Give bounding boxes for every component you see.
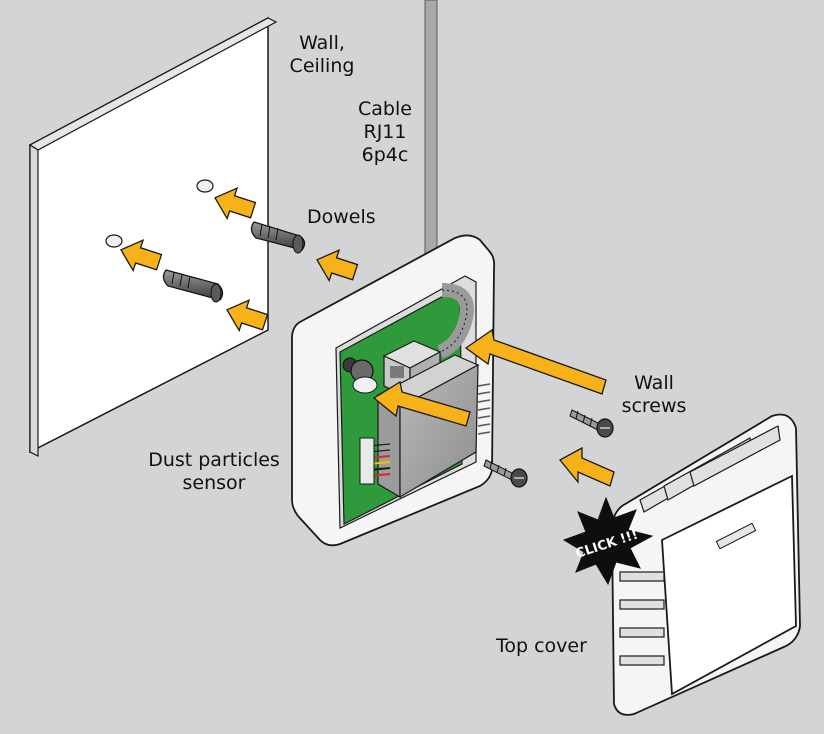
wall-holes	[105, 179, 214, 248]
arrow-screw-upper	[464, 328, 607, 395]
arrow-cover	[559, 446, 615, 487]
cable	[424, 0, 438, 257]
label-top-cover: Top cover	[496, 635, 587, 657]
label-cable: Cable RJ11 6p4c	[352, 98, 418, 167]
dowel-lower	[162, 269, 224, 303]
label-wall-line1: Wall,	[299, 32, 345, 54]
arrow-dowel-hole-lower	[120, 238, 163, 273]
label-wall-screws-line2: screws	[621, 395, 687, 417]
arrows	[120, 186, 615, 487]
label-cable-line3: 6p4c	[361, 144, 409, 166]
label-wall-screws-line1: Wall	[634, 372, 674, 394]
arrow-dowel-lower	[226, 298, 269, 333]
click-starburst: CLICK !!!	[562, 496, 654, 586]
label-wall: Wall, Ceiling	[282, 32, 362, 78]
dowel-upper	[250, 221, 306, 254]
arrow-dowel-hole-upper	[214, 186, 257, 221]
label-wall-screws: Wall screws	[620, 372, 688, 418]
label-dust-sensor-line1: Dust particles	[148, 449, 280, 471]
wall-screw-upper	[569, 409, 614, 438]
wall-panel	[28, 16, 278, 457]
label-cable-line1: Cable	[358, 98, 412, 120]
label-wall-line2: Ceiling	[289, 55, 355, 77]
label-cable-line2: RJ11	[363, 121, 407, 143]
arrow-dowel-upper	[316, 248, 359, 283]
wall-screw-lower	[483, 459, 528, 488]
arrow-screw-lower	[372, 380, 471, 427]
label-dowels: Dowels	[307, 206, 376, 228]
label-dust-sensor: Dust particles sensor	[144, 449, 284, 495]
top-cover	[611, 413, 801, 716]
label-dust-sensor-line2: sensor	[182, 472, 246, 494]
